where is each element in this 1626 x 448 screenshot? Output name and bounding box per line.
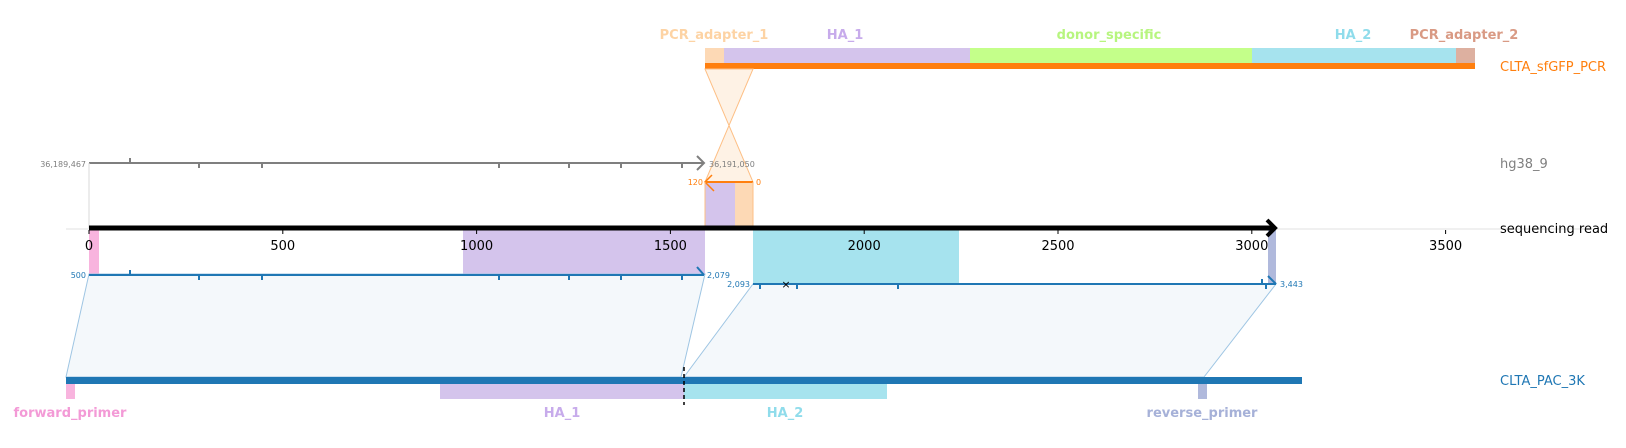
read-axis-group: 0 500 1000 1500 2000 2500 3000 3500 — [66, 218, 1586, 254]
read-ha2-shade — [753, 228, 959, 284]
plasmid-link-2 — [683, 283, 1278, 378]
pcr-adapter-2-label: PCR_adapter_2 — [1410, 28, 1519, 43]
track-name-genome: hg38_9 — [1500, 157, 1548, 172]
pcr-left-coord: 0 — [756, 178, 761, 187]
plasmid-1-end-coord: 2,079 — [707, 271, 730, 280]
pcr-alignment-group: 120 0 — [688, 174, 761, 228]
plasmid-2-end-coord: 3,443 — [1280, 280, 1303, 289]
pcr-adapter-1-feature — [705, 48, 724, 63]
genome-group: 36,189,467 36,191,050 — [40, 155, 755, 228]
track-name-plasmid: CLTA_PAC_3K — [1500, 374, 1585, 389]
plasmid-alignment-1-ticks — [129, 270, 683, 280]
ha-2-top-label: HA_2 — [1335, 28, 1372, 43]
pcr-right-coord: 120 — [688, 178, 703, 187]
read-axis-tick-label: 3000 — [1235, 239, 1268, 254]
donor-specific-label: donor_specific — [1057, 28, 1162, 43]
pcr-aligned-ha1 — [705, 182, 735, 228]
ha-1-bottom-feature — [440, 384, 684, 399]
ha-2-top-feature — [1252, 48, 1456, 63]
ha-1-top-feature — [724, 48, 970, 63]
plasmid-alignment-1-arrow — [696, 266, 705, 276]
read-axis-arrow — [1265, 218, 1278, 238]
track-name-read: sequencing read — [1500, 222, 1608, 237]
genome-end-coord: 36,191,050 — [709, 160, 755, 169]
genome-arrow-head — [696, 155, 706, 171]
reverse-primer-feature — [1198, 384, 1207, 399]
pcr-aligned-adapter — [735, 182, 753, 228]
pcr-product-group: PCR_adapter_1 HA_1 donor_specific HA_2 P… — [660, 28, 1519, 69]
read-axis-ticks: 0 500 1000 1500 2000 2500 3000 3500 — [85, 230, 1462, 254]
plasmid-2-start-coord: 2,093 — [727, 280, 750, 289]
plasmid-alignment-2-ticks — [759, 279, 1267, 289]
ha-2-bottom-feature — [684, 384, 887, 399]
read-forward-primer-shade — [89, 228, 99, 274]
plasmid-alignment-2-arrow — [1267, 275, 1277, 285]
read-reverse-primer-shade — [1268, 228, 1276, 284]
read-axis-tick-label: 1500 — [654, 239, 687, 254]
track-names: CLTA_sfGFP_PCR hg38_9 sequencing read CL… — [1500, 60, 1608, 389]
pcr-track-bar — [705, 63, 1475, 69]
pcr-adapter-1-label: PCR_adapter_1 — [660, 28, 769, 43]
forward-primer-label: forward_primer — [14, 406, 128, 421]
ha-1-top-label: HA_1 — [827, 28, 864, 43]
plasmid-track-bar — [66, 377, 1302, 384]
ha-2-bottom-label: HA_2 — [767, 406, 804, 421]
donor-specific-feature — [970, 48, 1252, 63]
read-axis-tick-label: 2000 — [848, 239, 881, 254]
track-name-pcr: CLTA_sfGFP_PCR — [1500, 60, 1606, 75]
plasmid-1-start-coord: 500 — [71, 271, 86, 280]
read-feature-shading — [89, 228, 1276, 284]
forward-primer-feature — [66, 384, 75, 399]
read-axis-tick-label: 2500 — [1041, 239, 1074, 254]
reverse-primer-label: reverse_primer — [1147, 406, 1259, 421]
pcr-adapter-2-feature — [1456, 48, 1475, 63]
read-axis-tick-label: 1000 — [460, 239, 493, 254]
genome-ticks — [129, 158, 683, 168]
read-ha1-shade — [463, 228, 705, 274]
read-axis-tick-label: 0 — [85, 239, 93, 254]
read-axis-tick-label: 3500 — [1429, 239, 1462, 254]
genome-start-coord: 36,189,467 — [40, 160, 86, 169]
ha-1-bottom-label: HA_1 — [544, 406, 581, 421]
plasmid-alignment-group: 500 2,079 × 2,093 3,443 — [65, 266, 1303, 378]
plasmid-group: forward_primer HA_1 HA_2 reverse_primer — [14, 367, 1302, 421]
plasmid-link-1 — [65, 273, 706, 378]
read-axis-tick-label: 500 — [270, 239, 295, 254]
mismatch-marker: × — [781, 278, 790, 291]
